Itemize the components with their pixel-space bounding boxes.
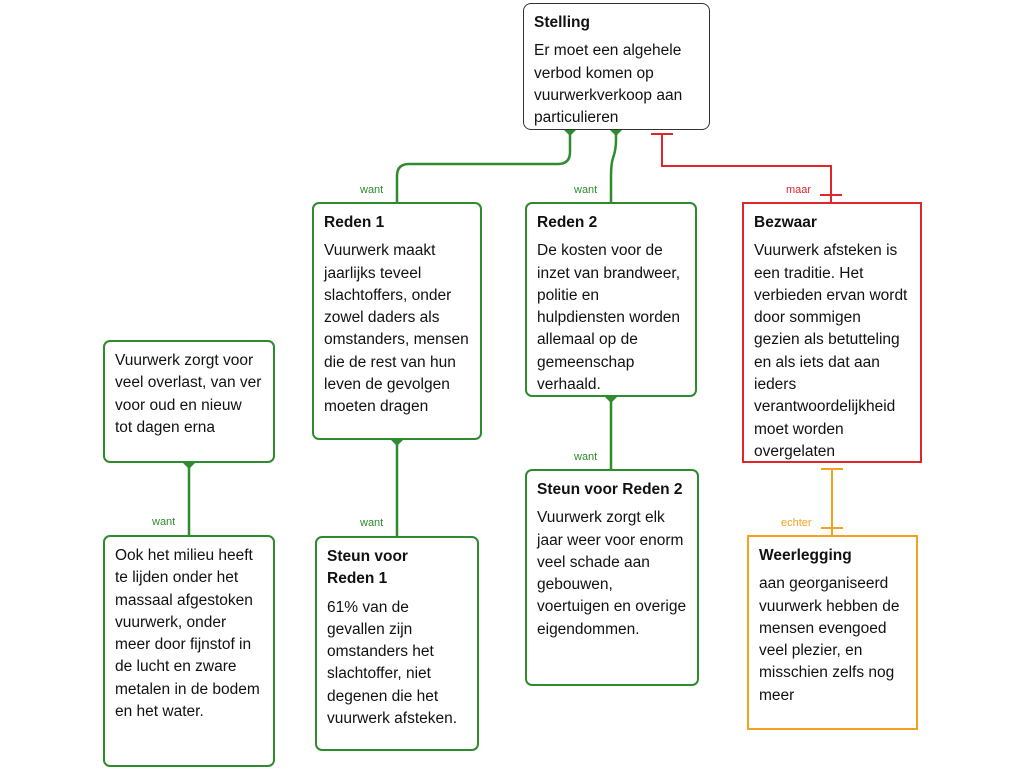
objection-title: Bezwaar (754, 214, 817, 231)
objection-box[interactable]: Bezwaar Vuurwerk afsteken is een traditi… (742, 202, 922, 463)
label-want-reden2: want (574, 184, 598, 196)
label-want-steun1: want (360, 517, 384, 529)
arrowhead-stelling-left (563, 129, 577, 136)
support-2-box[interactable]: Steun voor Reden 2 Vuurwerk zorgt elk ja… (525, 469, 699, 686)
label-maar: maar (786, 184, 812, 196)
label-want-steun2: want (574, 451, 598, 463)
claim-box[interactable]: Stelling Er moet een algehele verbod kom… (523, 3, 710, 130)
extra-support-box[interactable]: Ook het milieu heeft te lijden onder het… (103, 535, 275, 767)
reason-2-text: De kosten voor de inzet van brandweer, p… (537, 242, 681, 394)
claim-text: Er moet een algehele verbod komen op vuu… (534, 42, 683, 127)
arrowhead-overlast (182, 462, 196, 469)
objection-text: Vuurwerk afsteken is een traditie. Het v… (754, 242, 908, 460)
support-1-title: Steun voor Reden 1 (327, 548, 408, 588)
label-echter: echter (781, 517, 812, 529)
arrowhead-reden1 (390, 439, 404, 446)
connector-reden2-stelling (609, 130, 618, 202)
reason-1-title: Reden 1 (324, 214, 385, 231)
label-want-milieu: want (152, 516, 176, 528)
support-2-title: Steun voor Reden 2 (537, 481, 683, 498)
extra-reason-text: Vuurwerk zorgt voor veel overlast, van v… (115, 352, 262, 436)
extra-reason-box[interactable]: Vuurwerk zorgt voor veel overlast, van v… (103, 340, 275, 463)
arrowhead-stelling-right (609, 129, 623, 136)
reason-2-title: Reden 2 (537, 214, 598, 231)
extra-support-text: Ook het milieu heeft te lijden onder het… (115, 547, 260, 721)
connector-reden1-stelling (395, 130, 572, 202)
label-want-reden1: want (360, 184, 384, 196)
support-1-box[interactable]: Steun voor Reden 1 61% van de gevallen z… (315, 536, 479, 751)
connector-bezwaar-stelling (661, 134, 832, 202)
arrowhead-reden2 (604, 396, 618, 403)
rebuttal-box[interactable]: Weerlegging aan georganiseerd vuurwerk h… (747, 535, 918, 730)
support-2-text: Vuurwerk zorgt elk jaar weer voor enorm … (537, 509, 687, 638)
support-1-text: 61% van de gevallen zijn omstanders het … (327, 598, 458, 728)
claim-title: Stelling (534, 14, 590, 31)
reason-2-box[interactable]: Reden 2 De kosten voor de inzet van bran… (525, 202, 697, 397)
rebuttal-text: aan georganiseerd vuurwerk hebben de men… (759, 575, 900, 704)
reason-1-box[interactable]: Reden 1 Vuurwerk maakt jaarlijks teveel … (312, 202, 482, 440)
reason-1-text: Vuurwerk maakt jaarlijks teveel slachtof… (324, 242, 469, 416)
rebuttal-title: Weerlegging (759, 547, 852, 564)
